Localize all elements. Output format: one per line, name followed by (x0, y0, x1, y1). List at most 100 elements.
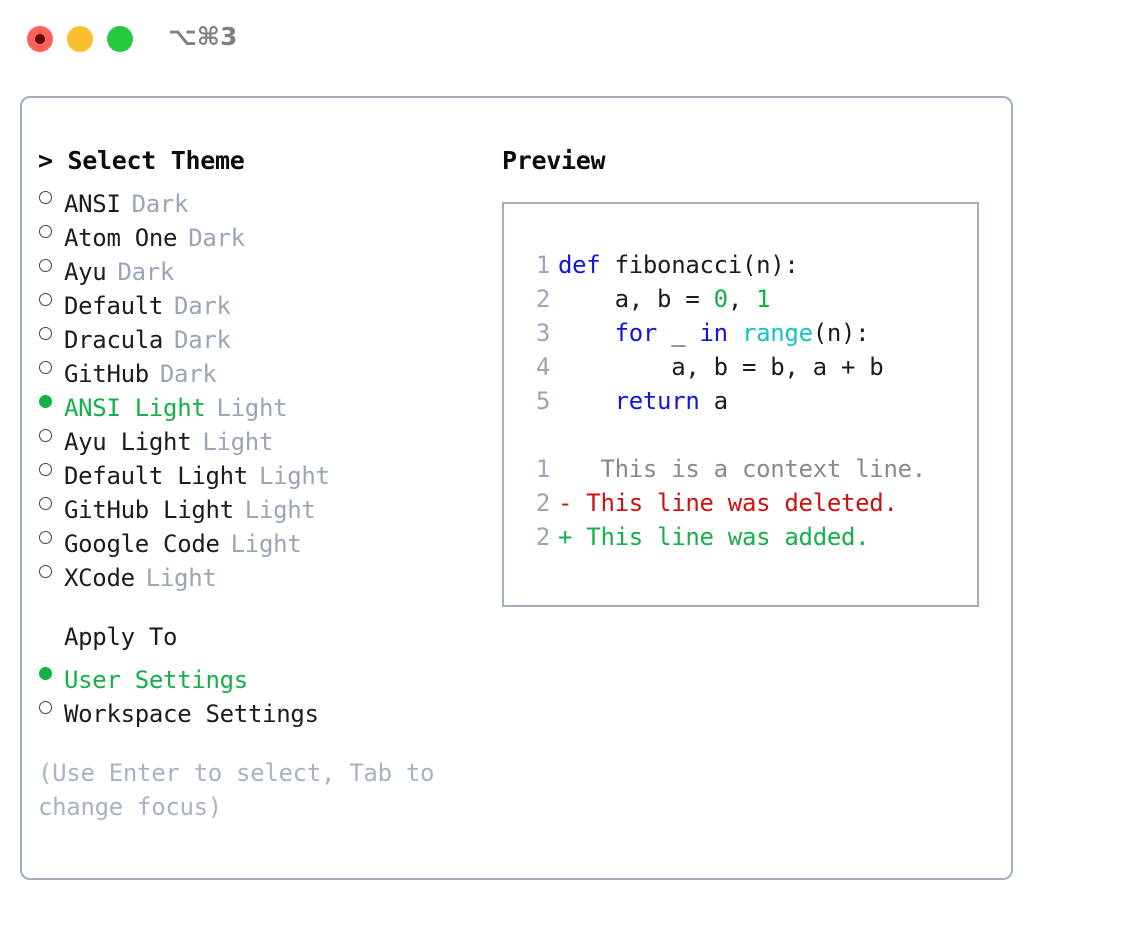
traffic-lights (27, 26, 133, 52)
line-number: 5 (535, 387, 550, 415)
theme-name: ANSI Light (64, 394, 206, 422)
theme-kind-badge: Dark (174, 292, 231, 320)
theme-option-github-light[interactable]: GitHub Light Light (38, 484, 498, 524)
radio-unselected-icon[interactable] (38, 178, 64, 212)
apply-to-label: Workspace Settings (64, 700, 319, 728)
theme-name: Google Code (64, 530, 220, 558)
apply-to-heading: Apply To (64, 623, 178, 651)
code-line: 2 a, b = 0, 1 (520, 282, 969, 316)
window-title-shortcut: ⌥⌘3 (168, 22, 238, 51)
diff-text: + This line was added. (550, 523, 870, 551)
diff-lines: 1 This is a context line. 2- This line wa… (520, 452, 969, 554)
preview-heading: Preview (502, 146, 606, 175)
code-token: _ (657, 319, 700, 347)
radio-selected-icon[interactable] (38, 382, 64, 416)
diff-marker: + (558, 523, 573, 551)
code-line: 4 a, b = b, a + b (520, 350, 969, 384)
line-number: 1 (535, 251, 550, 279)
theme-name: Default (64, 292, 164, 320)
diff-line-ctx: 1 This is a context line. (520, 452, 969, 486)
line-number: 1 (535, 455, 550, 483)
radio-unselected-icon[interactable] (38, 280, 64, 314)
line-number: 2 (535, 285, 550, 313)
theme-name: GitHub Light (64, 496, 234, 524)
line-number: 2 (535, 489, 550, 517)
code-line: 1 def fibonacci(n): (520, 248, 969, 282)
radio-unselected-icon[interactable] (38, 314, 64, 348)
line-number: 4 (535, 353, 550, 381)
theme-name: ANSI (64, 190, 121, 218)
code-token: range (741, 319, 813, 347)
code-token: a, b = (558, 285, 714, 313)
code-token: (n): (812, 319, 870, 347)
keyboard-hint-text: (Use Enter to select, Tab to change focu… (38, 759, 449, 821)
diff-text: - This line was deleted. (550, 489, 898, 517)
code-text: a, b = b, a + b (550, 353, 884, 381)
code-token (558, 387, 615, 415)
theme-name: GitHub (64, 360, 149, 388)
theme-name: Ayu Light (64, 428, 192, 456)
theme-kind-badge: Light (216, 394, 288, 422)
theme-option-default[interactable]: Default Dark (38, 280, 498, 320)
diff-content: This is a context line. (572, 455, 926, 483)
code-diff-separator (520, 418, 969, 452)
code-token: for (614, 319, 658, 347)
radio-unselected-icon[interactable] (38, 246, 64, 280)
maximize-window-icon[interactable] (107, 26, 133, 52)
code-token: return (614, 387, 700, 415)
theme-option-ansi-light[interactable]: ANSI Light Light (38, 382, 498, 422)
code-text: for _ in range(n): (550, 319, 870, 347)
code-token: def (558, 251, 601, 279)
select-theme-heading: > Select Theme (38, 146, 245, 175)
theme-kind-badge: Dark (159, 360, 217, 388)
diff-marker (558, 455, 572, 483)
radio-unselected-icon[interactable] (38, 484, 64, 518)
theme-name: Dracula (64, 326, 164, 354)
radio-unselected-icon[interactable] (38, 212, 64, 246)
radio-unselected-icon[interactable] (38, 450, 64, 484)
theme-kind-badge: Dark (174, 326, 231, 354)
minimize-window-icon[interactable] (67, 26, 93, 52)
theme-option-xcode[interactable]: XCode Light (38, 552, 498, 592)
line-number: 2 (535, 523, 550, 551)
code-line: 5 return a (520, 384, 969, 418)
theme-kind-badge: Light (244, 496, 316, 524)
radio-unselected-icon[interactable] (38, 552, 64, 586)
apply-to-option-workspace-settings[interactable]: Workspace Settings (38, 688, 498, 728)
theme-name: Atom One (64, 224, 178, 252)
line-number: 3 (535, 319, 550, 347)
diff-marker: - (558, 489, 573, 517)
diff-content: This line was deleted. (572, 489, 898, 517)
radio-unselected-icon[interactable] (38, 688, 64, 722)
code-token: a (699, 387, 728, 415)
code-token: 1 (756, 285, 771, 313)
theme-name: Default Light (64, 462, 248, 490)
theme-option-github[interactable]: GitHub Dark (38, 348, 498, 388)
theme-kind-badge: Light (145, 564, 217, 592)
code-token: in (699, 319, 729, 347)
code-token: fibonacci(n): (600, 251, 799, 279)
preview-column: Preview 1 def fibonacci(n): 2 a, b = 0, 1 3… (502, 144, 997, 607)
code-text: return a (550, 387, 729, 415)
code-token: , (727, 285, 757, 313)
apply-to-option-user-settings[interactable]: User Settings (38, 654, 498, 694)
code-lines: 1 def fibonacci(n): 2 a, b = 0, 1 3 for _ i… (520, 248, 969, 418)
diff-line-add: 2+ This line was added. (520, 520, 969, 554)
theme-option-google-code[interactable]: Google Code Light (38, 518, 498, 558)
close-window-icon[interactable] (27, 26, 53, 52)
theme-name: XCode (64, 564, 135, 592)
theme-kind-badge: Dark (117, 258, 175, 286)
radio-unselected-icon[interactable] (38, 518, 64, 552)
radio-selected-icon[interactable] (38, 654, 64, 688)
theme-option-dracula[interactable]: Dracula Dark (38, 314, 498, 354)
radio-unselected-icon[interactable] (38, 348, 64, 382)
theme-kind-badge: Light (230, 530, 302, 558)
radio-unselected-icon[interactable] (38, 416, 64, 450)
